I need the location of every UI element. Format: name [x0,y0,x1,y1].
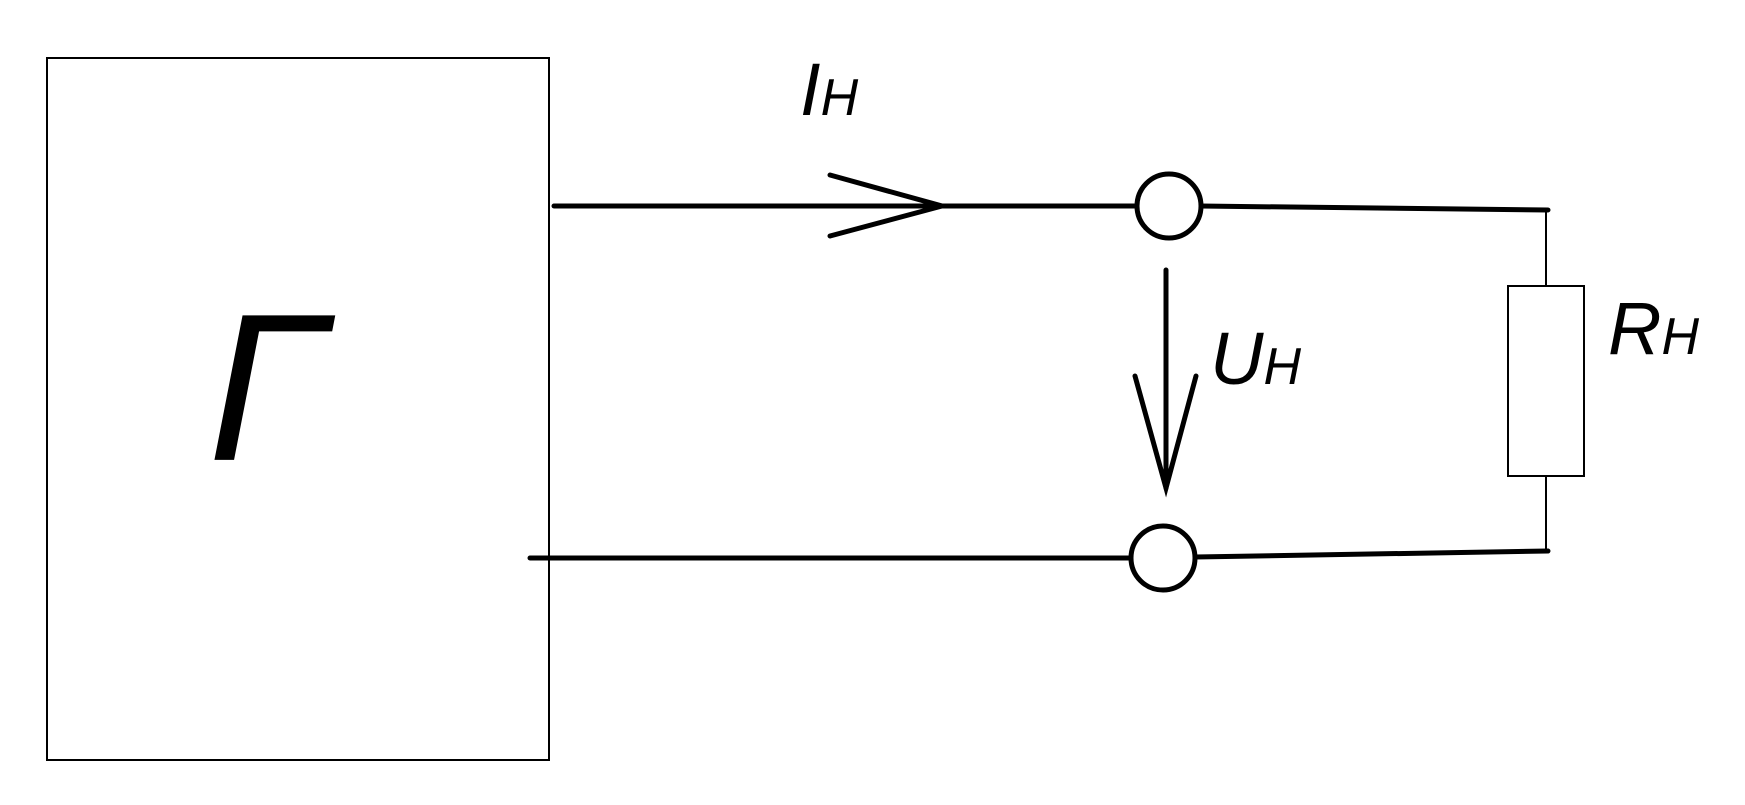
voltage-label: UН [1210,317,1301,400]
current-label: IН [800,48,859,131]
load-subscript: Н [1661,308,1699,366]
load-symbol: R [1608,287,1661,370]
bottom-wire-right [1192,548,1551,560]
voltage-subscript: Н [1263,338,1301,396]
current-subscript: Н [821,69,859,127]
current-symbol: I [800,48,821,131]
current-arrow-icon [827,172,952,239]
voltage-symbol: U [1210,317,1264,400]
top-terminal [1134,171,1204,241]
generator-block [46,57,550,761]
load-label: RН [1608,287,1699,370]
voltage-arrow-icon [1132,373,1199,498]
top-wire-right [1197,203,1551,213]
load-resistor [1507,285,1585,477]
bottom-terminal [1128,523,1198,593]
generator-label: Г [208,270,336,505]
